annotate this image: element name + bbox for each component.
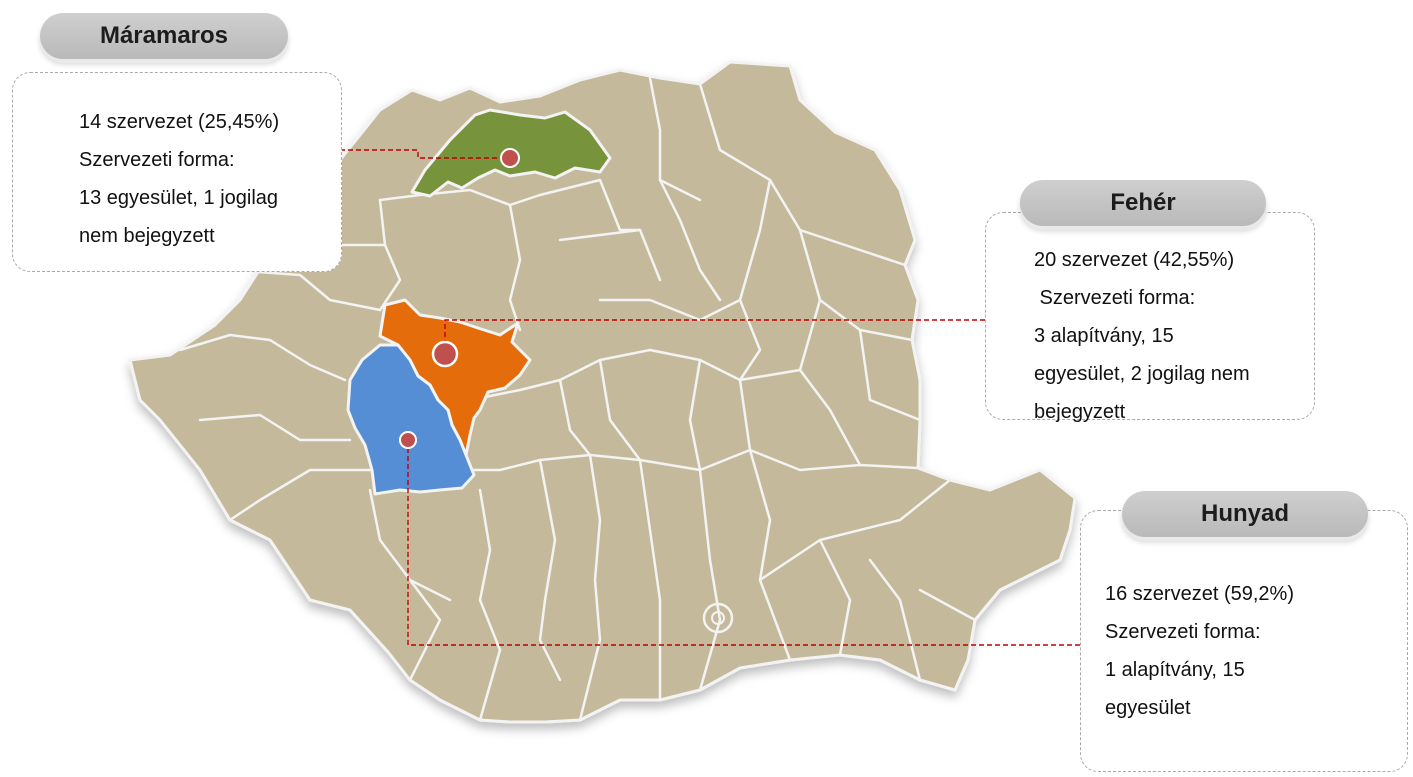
marker-hunedoara: [399, 431, 417, 449]
bucharest-inner: [711, 611, 725, 625]
maramures-line-1: 14 szervezet (25,45%): [79, 111, 280, 133]
maramures-line-4: nem bejegyzett: [79, 225, 215, 247]
info-box-alba: 20 szervezet (42,55%) Szervezeti forma: …: [985, 212, 1315, 423]
alba-line-1: 20 szervezet (42,55%): [1034, 249, 1235, 271]
country-outline: [128, 60, 1077, 724]
marker-alba: [431, 340, 459, 368]
leader-hunedoara: [407, 440, 1080, 646]
alba-line-3: 3 alapítvány, 15: [1034, 325, 1174, 347]
alba-line-2: Szervezeti forma:: [1034, 287, 1196, 309]
label-maramures: Máramaros: [40, 13, 288, 59]
leader-maramures: [340, 149, 510, 159]
hunedoara-line-4: egyesület: [1105, 697, 1191, 719]
markers: [399, 148, 520, 449]
info-box-hunedoara: 16 szervezet (59,2%) Szervezeti forma: 1…: [1080, 510, 1408, 772]
bucharest-ring: [702, 602, 734, 634]
info-box-maramures: 14 szervezet (25,45%) Szervezeti forma: …: [12, 72, 342, 272]
county-hunedoara[interactable]: [346, 343, 476, 496]
alba-line-5: bejegyzett: [1034, 401, 1126, 423]
maramures-line-3: 13 egyesület, 1 jogilag: [79, 187, 279, 209]
marker-maramures: [500, 148, 520, 168]
hunedoara-line-1: 16 szervezet (59,2%): [1105, 583, 1294, 605]
maramures-line-2: Szervezeti forma:: [79, 149, 235, 171]
label-alba: Fehér: [1020, 180, 1266, 226]
hunedoara-line-3: 1 alapítvány, 15: [1105, 659, 1245, 681]
label-hunedoara: Hunyad: [1122, 491, 1368, 537]
hunedoara-line-2: Szervezeti forma:: [1105, 621, 1261, 643]
alba-line-4: egyesület, 2 jogilag nem: [1034, 363, 1250, 385]
